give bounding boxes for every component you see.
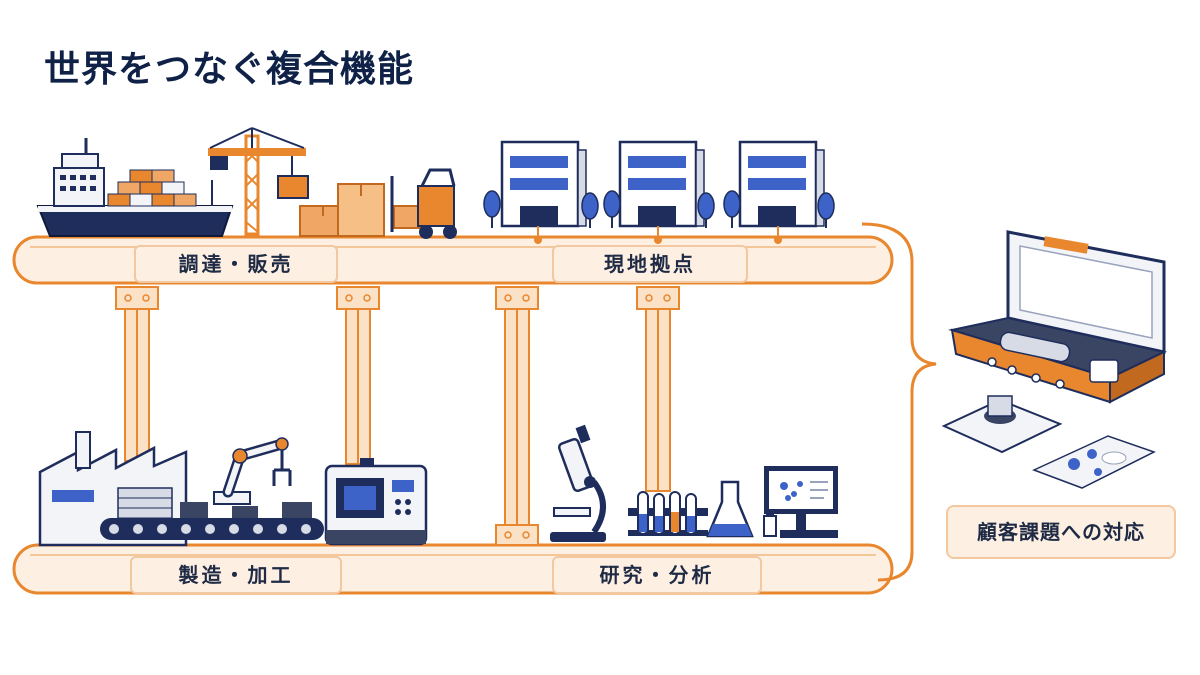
pillar-1 (115, 286, 159, 462)
forklift-icon (390, 168, 457, 239)
label-research-analysis: 研究・分析 (552, 556, 762, 594)
pillar-4 (636, 286, 680, 492)
cardboard-boxes-icon (299, 183, 385, 237)
tower-crane-icon (208, 127, 309, 236)
page-title: 世界をつなぐ複合機能 (44, 49, 415, 90)
robot-arm-icon (213, 437, 292, 505)
tool-case-icon (941, 230, 1168, 489)
label-local-bases: 現地拠点 (552, 245, 748, 283)
conveyor-belt-icon (100, 502, 324, 540)
cnc-machine-icon (324, 458, 428, 546)
callout-customer-issues: 顧客課題への対応 (946, 505, 1176, 559)
test-tubes-icon (628, 491, 708, 536)
office-building-icon (618, 140, 705, 244)
office-building-icon (738, 140, 825, 244)
microscope-icon (550, 424, 606, 542)
connector-brace (861, 222, 937, 582)
computer-monitor-icon (764, 466, 838, 538)
container-ship-icon (36, 138, 234, 237)
pillar-2 (336, 286, 380, 465)
office-building-icon (500, 140, 587, 244)
label-manufacturing-processing: 製造・加工 (130, 556, 342, 594)
pillar-3 (495, 286, 539, 546)
label-procurement-sales: 調達・販売 (134, 245, 338, 283)
flask-icon (706, 480, 777, 538)
